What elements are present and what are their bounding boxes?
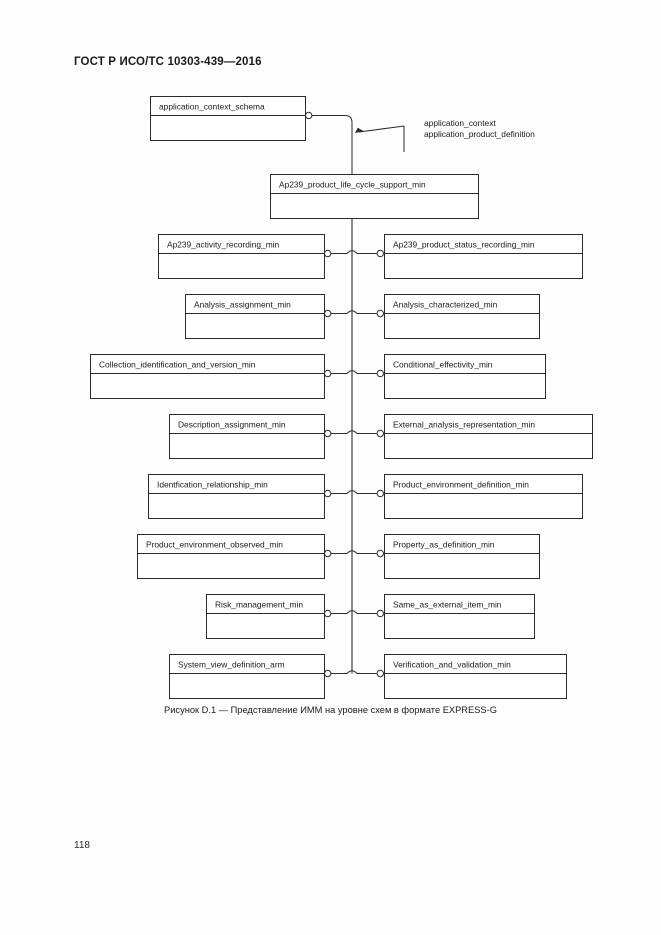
diagram-connectors: application_contextapplication_product_d… (305, 111, 535, 678)
relationship-knob (376, 549, 384, 558)
entity-box-root: Ap239_product_life_cycle_support_min (270, 174, 479, 219)
entity-label: Property_as_definition_min (393, 539, 495, 549)
annotation-line-1: application_context (424, 118, 496, 128)
annotation-line-2: application_product_definition (424, 129, 535, 139)
entity-label: System_view_definition_arm (178, 659, 285, 669)
entity-box-right-0: Ap239_product_status_recording_min (384, 234, 583, 279)
entity-label: Product_environment_definition_min (393, 479, 529, 489)
entity-box-left-3: Description_assignment_min (169, 414, 325, 459)
entity-label: application_context_schema (159, 101, 265, 111)
diagram-boxes: application_context_schemaAp239_product_… (90, 96, 593, 699)
relationship-knob (376, 429, 384, 438)
relationship-knob (376, 609, 384, 618)
link-schema-to-root (309, 115, 353, 174)
entity-label: Ap239_product_status_recording_min (393, 239, 535, 249)
relationship-knob (324, 669, 332, 678)
relationship-knob (324, 489, 332, 498)
relationship-knob (324, 549, 332, 558)
relationship-knob (376, 369, 384, 378)
entity-box-left-0: Ap239_activity_recording_min (158, 234, 325, 279)
entity-label: Analysis_characterized_min (393, 299, 498, 309)
entity-label: Product_environment_observed_min (146, 539, 283, 549)
relationship-knob (376, 249, 384, 258)
entity-box-right-1: Analysis_characterized_min (384, 294, 540, 339)
entity-box-left-5: Product_environment_observed_min (137, 534, 325, 579)
entity-label: External_analysis_representation_min (393, 419, 535, 429)
entity-label: Conditional_effectivity_min (393, 359, 493, 369)
entity-label: Identfication_relationship_min (157, 479, 268, 489)
entity-box-right-5: Property_as_definition_min (384, 534, 540, 579)
entity-box-left-2: Collection_identification_and_version_mi… (90, 354, 325, 399)
entity-box-left-6: Risk_management_min (206, 594, 325, 639)
entity-box-right-3: External_analysis_representation_min (384, 414, 593, 459)
relationship-knob (324, 249, 332, 258)
document-header: ГОСТ Р ИСО/ТС 10303-439—2016 (74, 56, 262, 68)
relationship-knob (376, 489, 384, 498)
annotation-leader (358, 125, 405, 152)
relationship-knob (324, 429, 332, 438)
figure-caption: Рисунок D.1 — Представление ИММ на уровн… (164, 705, 497, 715)
entity-box-right-2: Conditional_effectivity_min (384, 354, 546, 399)
entity-label: Description_assignment_min (178, 419, 286, 429)
entity-box-right-4: Product_environment_definition_min (384, 474, 583, 519)
entity-label: Risk_management_min (215, 599, 303, 609)
entity-box-left-4: Identfication_relationship_min (148, 474, 325, 519)
entity-label: Same_as_external_item_min (393, 599, 502, 609)
entity-label: Ap239_activity_recording_min (167, 239, 280, 249)
relationship-knob (376, 309, 384, 318)
express-g-diagram: application_contextapplication_product_d… (90, 96, 593, 699)
relationship-knob (324, 369, 332, 378)
entity-box-left-7: System_view_definition_arm (169, 654, 325, 699)
entity-label: Analysis_assignment_min (194, 299, 291, 309)
relationship-knob (305, 111, 313, 120)
entity-label: Verification_and_validation_min (393, 659, 511, 669)
entity-box-application-context-schema: application_context_schema (150, 96, 306, 141)
entity-label: Ap239_product_life_cycle_support_min (279, 179, 426, 189)
relationship-knob (324, 309, 332, 318)
page-number: 118 (74, 840, 90, 851)
entity-box-right-6: Same_as_external_item_min (384, 594, 535, 639)
entity-label: Collection_identification_and_version_mi… (99, 359, 256, 369)
relationship-knob (324, 609, 332, 618)
relationship-knob (376, 669, 384, 678)
entity-box-right-7: Verification_and_validation_min (384, 654, 567, 699)
entity-box-left-1: Analysis_assignment_min (185, 294, 325, 339)
annotation-arrowhead (355, 127, 364, 133)
